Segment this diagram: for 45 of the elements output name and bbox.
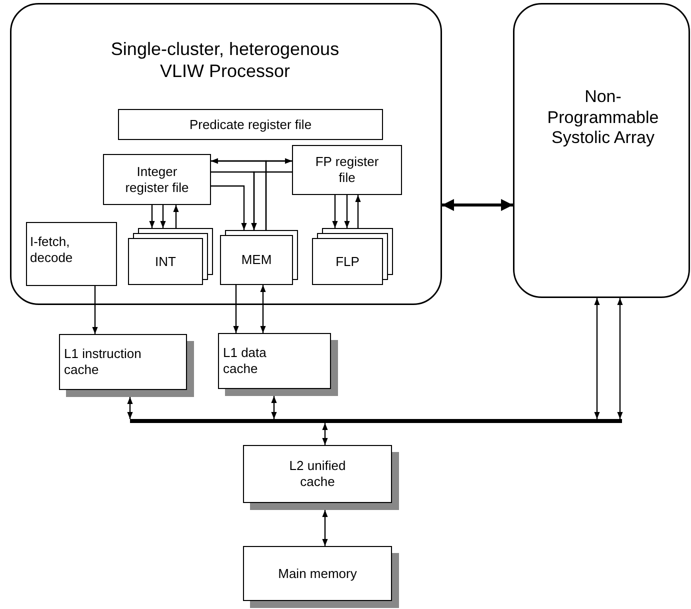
box-label: L1 data cache	[223, 345, 268, 377]
functional-unit-stack	[128, 228, 213, 285]
arrow	[265, 158, 292, 230]
box-title: Single-cluster, heterogenous VLIW Processor	[110, 39, 340, 83]
arrow	[127, 397, 133, 419]
functional-unit-stack	[312, 228, 393, 285]
box-label: Main memory	[277, 566, 358, 582]
box-label: INT	[154, 254, 177, 270]
arrow	[149, 205, 155, 228]
arrow	[322, 423, 328, 445]
arrow	[332, 195, 338, 228]
box-label: Predicate register file	[188, 116, 313, 132]
cache-box	[59, 334, 194, 397]
arrow	[260, 285, 266, 333]
arrow	[251, 171, 292, 230]
unit-box	[26, 222, 117, 286]
register-file-box	[118, 109, 383, 140]
cache-box	[243, 445, 399, 510]
arrow	[617, 298, 623, 419]
box-label: L2 unified cache	[288, 458, 347, 490]
register-file-box	[103, 154, 211, 205]
processor-box	[10, 3, 442, 305]
arrow	[344, 195, 350, 228]
register-file-box	[292, 145, 402, 195]
arrow	[355, 195, 361, 228]
arrow	[322, 510, 328, 546]
arrow	[173, 205, 179, 228]
arrow	[92, 286, 98, 334]
box-label: MEM	[240, 252, 273, 268]
arrow	[160, 205, 166, 228]
box-label: I-fetch, decode	[30, 234, 74, 266]
arrow	[271, 396, 277, 419]
cache-box	[218, 333, 338, 396]
arrow	[233, 285, 239, 333]
functional-unit-stack	[220, 230, 298, 285]
box-title: Non-Programmable Systolic Array	[546, 87, 660, 149]
box-label: FP register file	[314, 154, 380, 186]
arrow	[211, 185, 247, 230]
arrow	[594, 298, 600, 419]
box-label: Integer register file	[124, 164, 190, 196]
box-label: L1 instruction cache	[64, 346, 142, 378]
systolic-array-box	[513, 3, 690, 298]
memory-box	[243, 546, 399, 608]
box-label: FLP	[334, 254, 360, 270]
arrow	[442, 199, 513, 211]
